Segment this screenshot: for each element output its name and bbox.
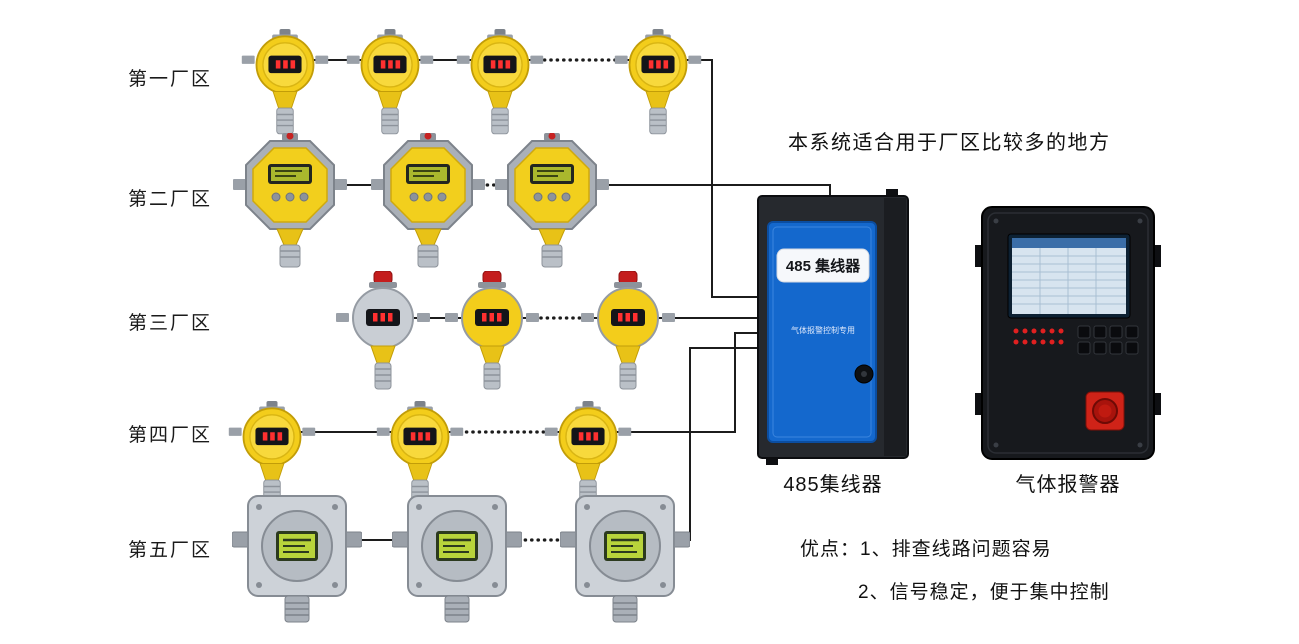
- zone-1-detector-row: [240, 29, 703, 135]
- zone-label-3: 第三厂区: [128, 313, 213, 334]
- system-suitability-note: 本系统适合用于厂区比较多的地方: [788, 132, 1111, 154]
- gas-transmitter-icon: [232, 495, 362, 624]
- gas-detector-beacon-icon: [580, 271, 676, 390]
- alarm-controller-device: [975, 206, 1161, 460]
- hub-panel-note: 气体报警控制专用: [791, 325, 855, 335]
- gas-transmitter-icon: [392, 495, 522, 624]
- zone-2-detector-row: [232, 133, 610, 268]
- gas-detector-icon: [345, 29, 435, 135]
- hub-caption: 485集线器: [783, 474, 883, 496]
- advantages-prefix: 优点：: [800, 539, 861, 560]
- alarm-led-indicators: [1013, 328, 1064, 345]
- zone-label-1: 第一厂区: [128, 69, 213, 90]
- wire-zone-4-to-hub: [544, 332, 760, 433]
- gas-detector-icon: [494, 133, 610, 268]
- gas-detector-icon: [240, 29, 330, 135]
- gas-transmitter-icon: [560, 495, 690, 624]
- gas-detector-beacon-icon: [335, 271, 431, 390]
- zone-label-5: 第五厂区: [128, 540, 213, 561]
- hub-panel-label: 485 集线器: [786, 257, 861, 275]
- gas-detector-icon: [613, 29, 703, 135]
- alarm-emergency-button-icon: [1085, 391, 1125, 431]
- gas-detector-icon: [543, 401, 633, 507]
- gas-detector-icon: [227, 401, 317, 507]
- hub-device: 485 集线器 气体报警控制专用: [757, 189, 909, 465]
- advantages-line-2: 2、信号稳定，便于集中控制: [858, 577, 1110, 604]
- zone-3-detector-row: [335, 271, 676, 390]
- advantages-line-1: 优点：1、排查线路问题容易: [800, 534, 1052, 561]
- zone-label-4: 第四厂区: [128, 425, 213, 446]
- zone-5-detector-row: [232, 495, 690, 624]
- alarm-caption: 气体报警器: [1015, 474, 1121, 496]
- zone-4-detector-row: [227, 401, 633, 507]
- wire-zone-1-to-hub: [616, 59, 760, 298]
- advantage-item-2: 2、信号稳定，便于集中控制: [858, 582, 1110, 603]
- advantage-item-1: 1、排查线路问题容易: [860, 539, 1052, 560]
- gas-detector-icon: [232, 133, 348, 268]
- zone-label-2: 第二厂区: [128, 189, 213, 210]
- wire-zone-2-to-hub: [514, 184, 831, 198]
- gas-detector-icon: [455, 29, 545, 135]
- alarm-keypad: [1077, 325, 1139, 355]
- gas-detector-icon: [370, 133, 486, 268]
- wiring-lines: [272, 58, 831, 542]
- gas-detector-beacon-icon: [444, 271, 540, 390]
- gas-detector-icon: [375, 401, 465, 507]
